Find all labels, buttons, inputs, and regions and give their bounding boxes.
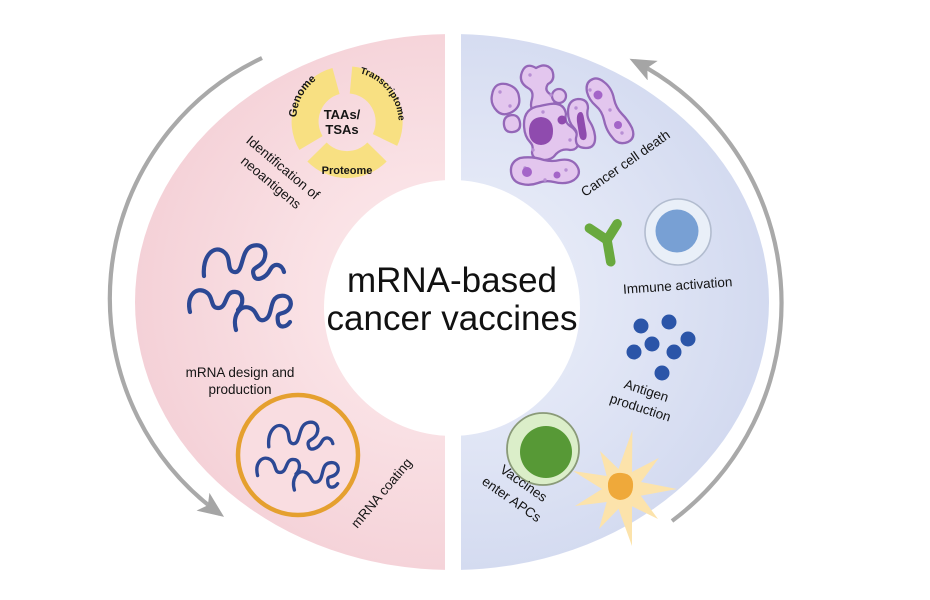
diagram-title-line1: mRNA-based xyxy=(347,261,557,300)
ring-segment-proteome xyxy=(307,142,387,179)
antigen-dots-icon xyxy=(626,314,696,381)
ring-segment-genome xyxy=(291,67,341,150)
dendritic-cell-icon xyxy=(573,430,677,546)
taas-tsas-label-line2: TSAs xyxy=(325,122,358,137)
lipid-nanoparticle-icon xyxy=(235,392,361,518)
diagram-title-line2: cancer vaccines xyxy=(327,299,578,338)
immune-cell-icon xyxy=(644,198,712,266)
mrna-design-label-line1: mRNA design and xyxy=(186,365,295,380)
cancer-cell-nucleus-dots xyxy=(522,90,622,179)
cancer-cell-speckles xyxy=(498,73,624,182)
cycle-arrow-left xyxy=(107,56,263,517)
omics-ring-icon: Genome Transcriptome Proteome TAAs/ TSAs xyxy=(287,66,407,179)
cancer-cell-nuclei xyxy=(529,112,587,145)
mrna-design-label-line2: production xyxy=(208,382,271,397)
ring-segment-transcriptome xyxy=(348,66,403,146)
apc-cell-icon xyxy=(506,412,580,486)
antibody-icon xyxy=(584,219,622,267)
proteome-label: Proteome xyxy=(322,165,373,177)
taas-tsas-label-line1: TAAs/ xyxy=(324,107,361,122)
cycle-arrow-right xyxy=(629,58,784,523)
center-circle xyxy=(324,180,580,436)
